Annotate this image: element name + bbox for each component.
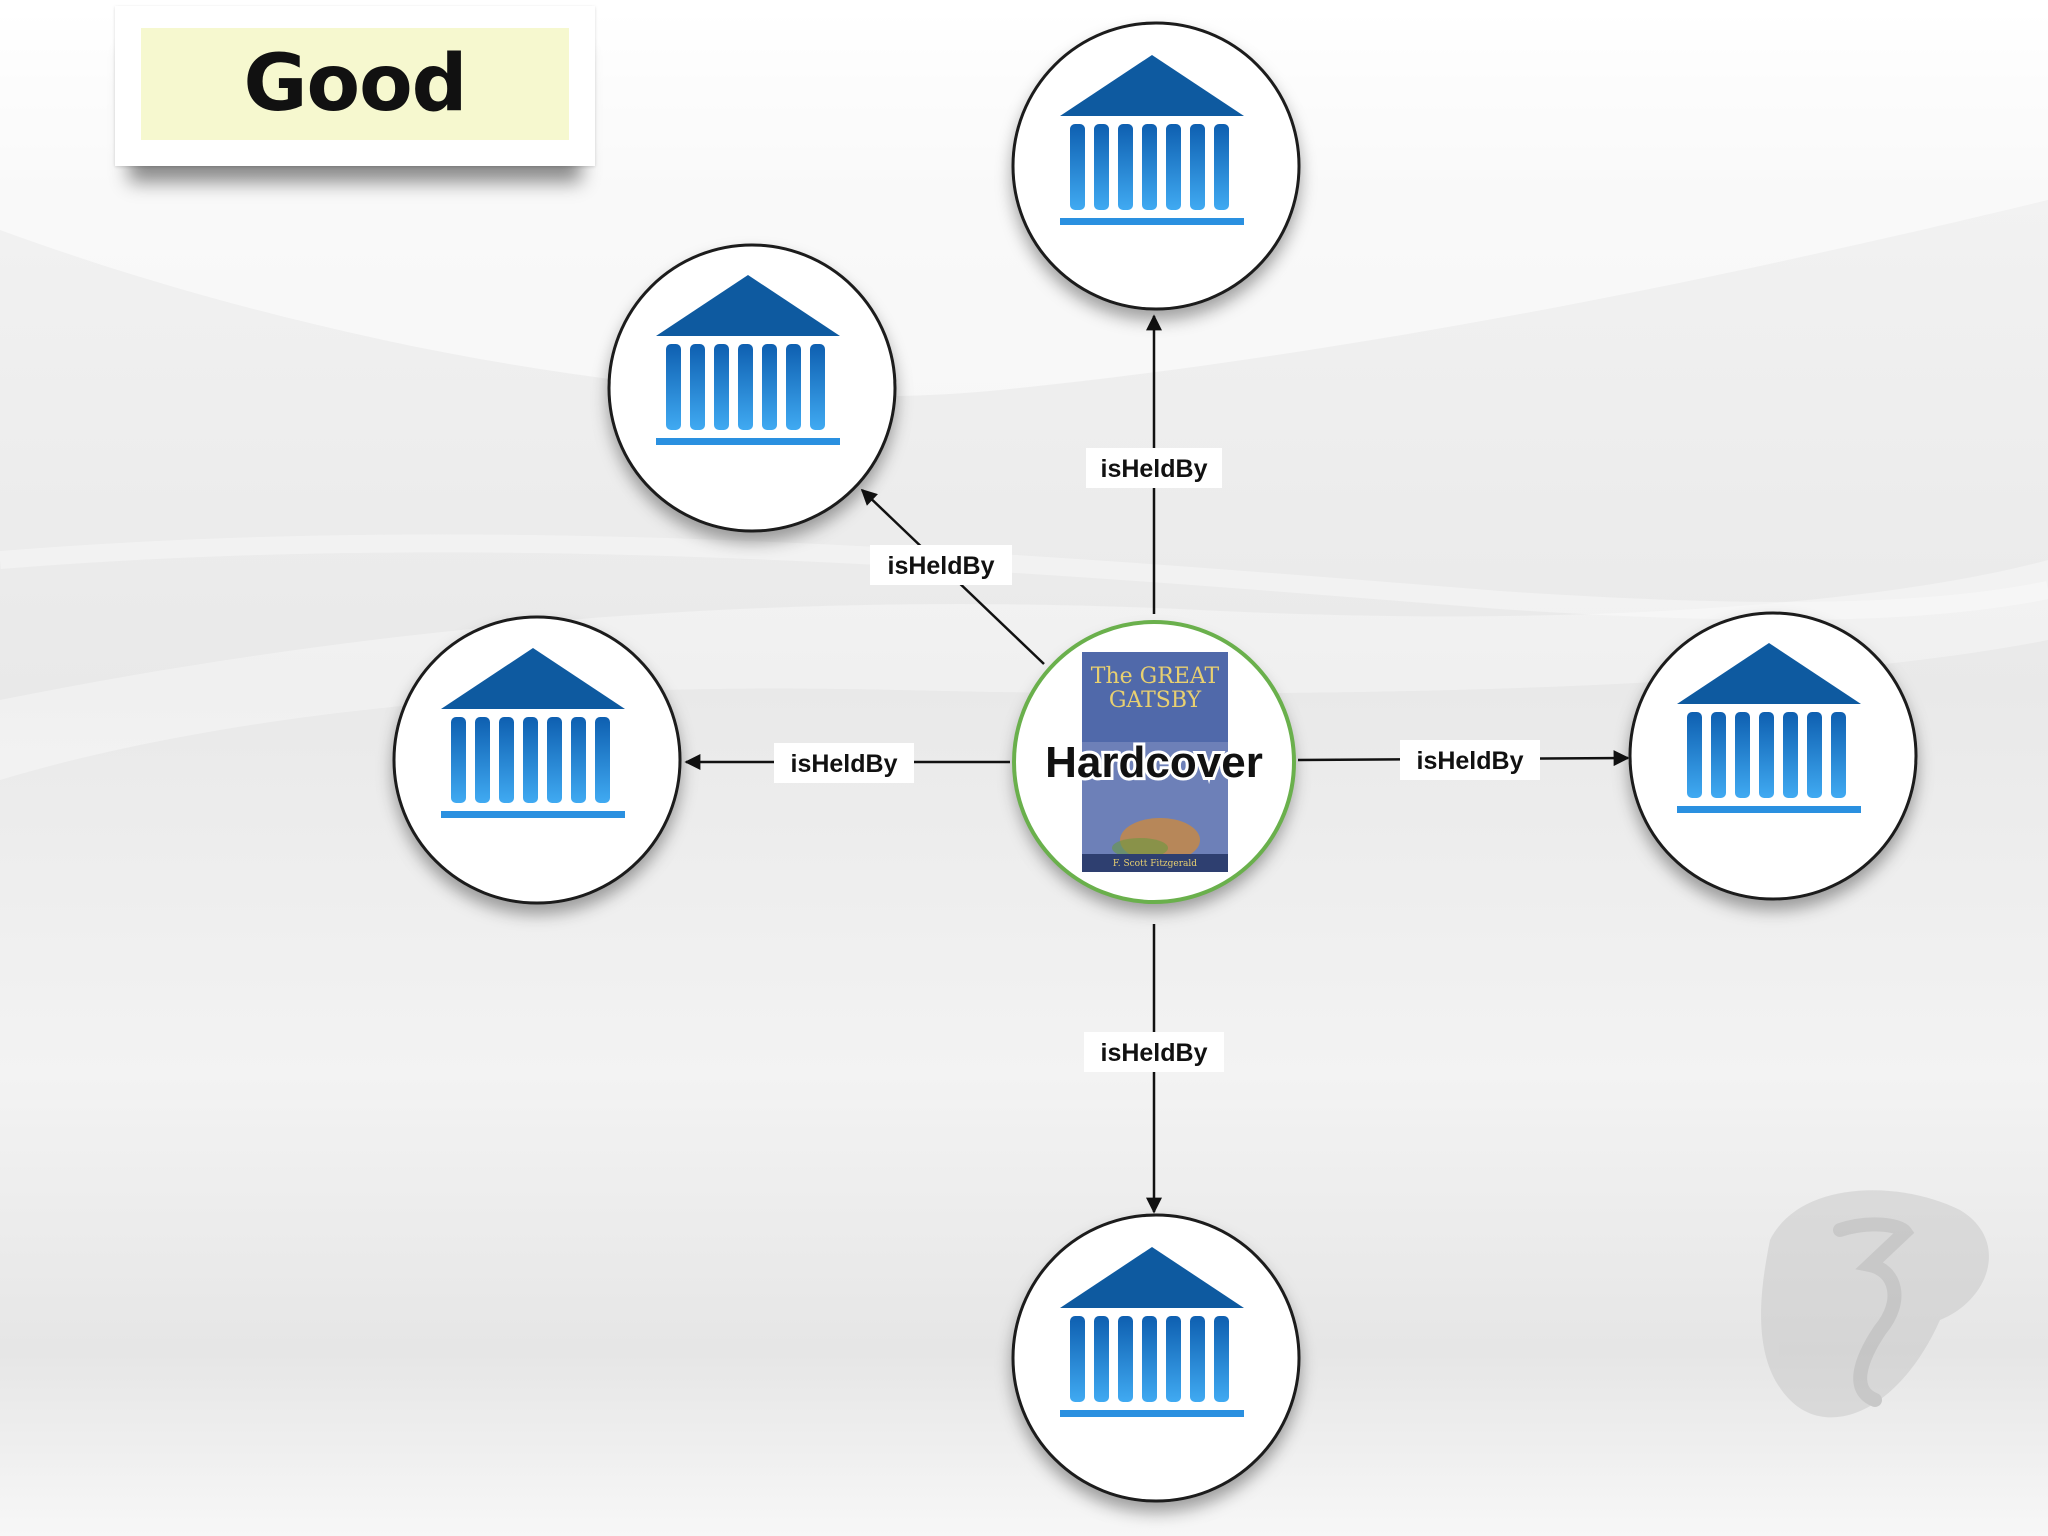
edge-northwest: isHeldBy <box>860 488 1045 665</box>
center-node-label: Hardcover <box>1045 738 1263 787</box>
swirl-logo-watermark <box>1761 1190 1989 1418</box>
edge-label-northwest: isHeldBy <box>888 552 995 580</box>
slide-title: Good <box>243 39 467 129</box>
center-node-hardcover[interactable]: The GREAT GATSBY F. Scott Fitzgerald Har… <box>1012 620 1296 904</box>
institution-node-west[interactable] <box>392 615 682 905</box>
book-cover-image: The GREAT GATSBY F. Scott Fitzgerald <box>1082 652 1228 872</box>
institution-node-east[interactable] <box>1628 611 1918 901</box>
edge-label-west: isHeldBy <box>791 750 898 778</box>
edge-south: isHeldBy <box>1084 924 1224 1214</box>
edge-label-north: isHeldBy <box>1101 455 1208 483</box>
institution-node-northwest[interactable] <box>607 243 897 533</box>
institution-node-north[interactable] <box>1011 21 1301 311</box>
title-card: Good <box>115 6 595 166</box>
title-banner: Good <box>141 28 569 140</box>
institution-node-south[interactable] <box>1011 1213 1301 1503</box>
edge-north: isHeldBy <box>1086 314 1222 614</box>
edge-west: isHeldBy <box>684 743 1010 783</box>
cover-author: F. Scott Fitzgerald <box>1113 859 1197 869</box>
edge-label-east: isHeldBy <box>1417 747 1524 775</box>
cover-title-line2: GATSBY <box>1109 688 1202 713</box>
cover-title-line1: The GREAT <box>1091 664 1220 689</box>
edge-east: isHeldBy <box>1297 740 1630 780</box>
edge-label-south: isHeldBy <box>1101 1039 1208 1067</box>
